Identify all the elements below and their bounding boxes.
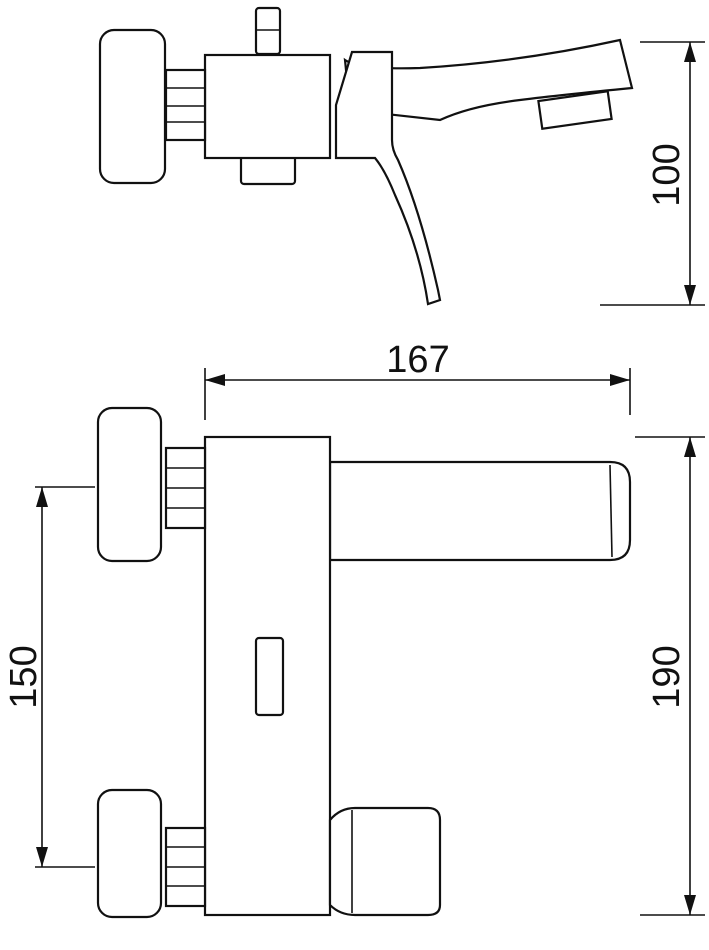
nut-side: [164, 68, 207, 142]
top-pin: [254, 6, 282, 56]
dimension-167: 167: [204, 339, 631, 420]
dimension-label: 100: [646, 143, 688, 206]
knob-bottom: [96, 788, 163, 919]
dimension-label: 150: [3, 645, 45, 708]
spout-front: [328, 460, 632, 562]
spout-side: [343, 38, 634, 122]
diverter-knob: [328, 806, 442, 917]
body-side: [203, 53, 332, 160]
dimension-label: 167: [386, 339, 449, 381]
spout-nozzle: [537, 90, 613, 130]
front-view: [96, 406, 632, 919]
side-view: [98, 6, 634, 306]
dimension-150: 150: [3, 486, 95, 868]
lever-handle: [334, 50, 442, 306]
indicator-slot: [254, 636, 285, 717]
dimension-190: 190: [635, 436, 705, 916]
dimension-100: 100: [600, 41, 705, 306]
knob-top: [96, 406, 163, 563]
dimension-label: 190: [646, 645, 688, 708]
knob-side: [98, 28, 167, 185]
